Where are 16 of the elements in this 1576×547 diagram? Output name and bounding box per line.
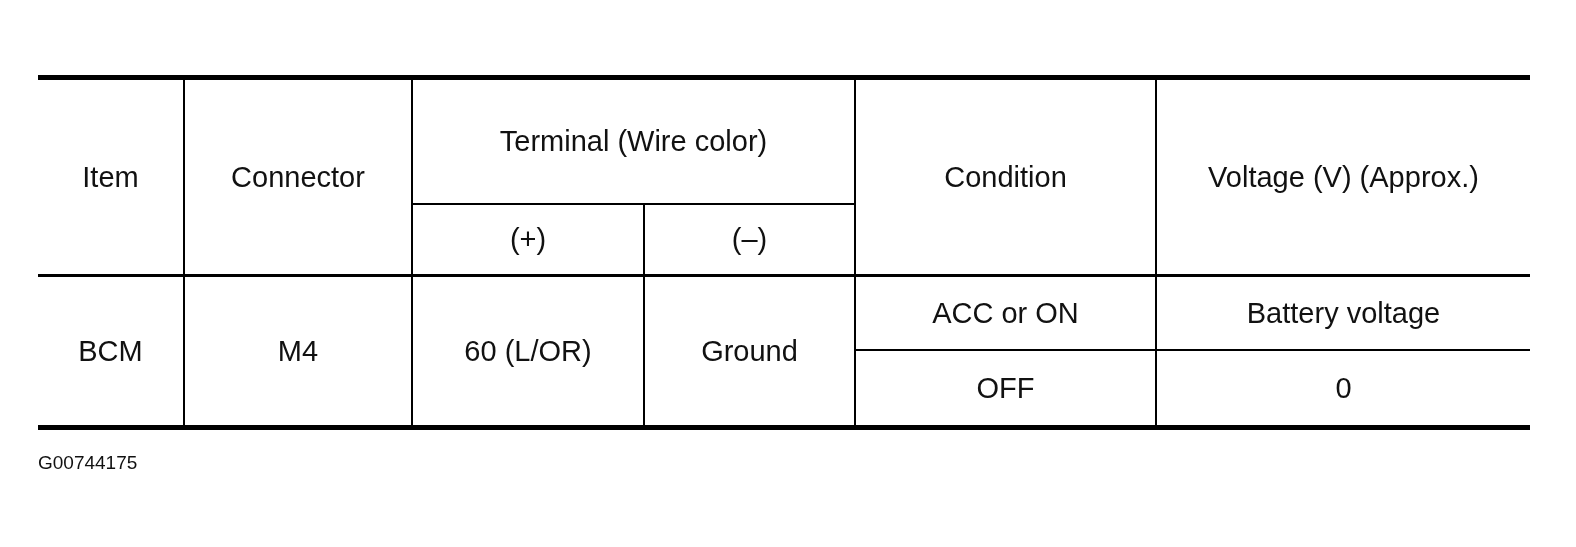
header-cell: Connector [185, 80, 413, 277]
table-cell: M4 [185, 277, 413, 425]
figure-code: G00744175 [38, 452, 138, 474]
table-cell: 60 (L/OR) [413, 277, 645, 425]
table-cell: OFF [856, 351, 1157, 425]
table-cell: Ground [645, 277, 856, 425]
table-cell: Battery voltage [1157, 277, 1530, 351]
header-cell: (+) [413, 205, 645, 277]
header-cell: (–) [645, 205, 856, 277]
table-cell: BCM [38, 277, 185, 425]
table-cell: ACC or ON [856, 277, 1157, 351]
header-cell: Condition [856, 80, 1157, 277]
header-cell: Voltage (V) (Approx.) [1157, 80, 1530, 277]
table-cell-text: 0 [1334, 370, 1353, 406]
header-cell: Item [38, 80, 185, 277]
header-cell: Terminal (Wire color) [413, 80, 856, 205]
